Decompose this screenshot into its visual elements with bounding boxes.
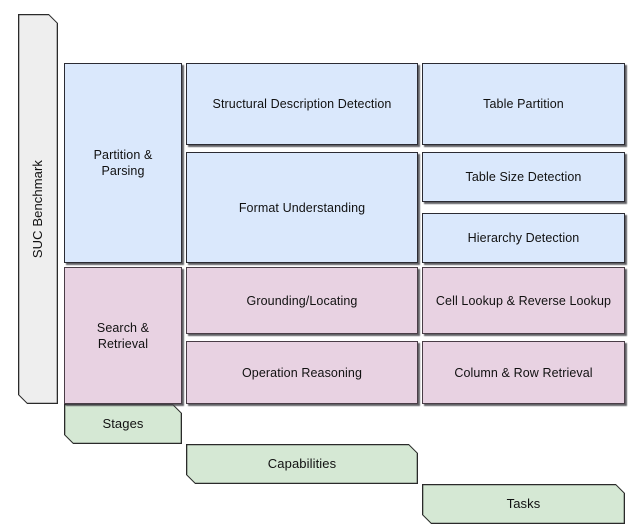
column-header-stages-label: Stages [102, 415, 144, 431]
capability-grounding-locating: Grounding/Locating [186, 267, 418, 334]
capability-format-understanding: Format Understanding [186, 152, 418, 263]
column-header-tasks: Tasks [422, 484, 625, 524]
column-header-capabilities-label: Capabilities [267, 455, 337, 471]
capability-format-understanding-label: Format Understanding [238, 200, 366, 215]
capability-operation-reasoning: Operation Reasoning [186, 341, 418, 404]
stage-partition-parsing-label: Partition & Parsing [93, 148, 153, 178]
capability-grounding-locating-label: Grounding/Locating [246, 293, 358, 308]
stage-search-retrieval: Search & Retrieval [64, 267, 182, 404]
task-hierarchy-detection-label: Hierarchy Detection [467, 231, 580, 245]
column-header-stages: Stages [64, 404, 182, 444]
stage-search-retrieval-label: Search & Retrieval [96, 320, 150, 351]
task-cell-lookup-reverse-lookup: Cell Lookup & Reverse Lookup [422, 267, 625, 334]
capability-structural-description-detection-label: Structural Description Detection [212, 97, 392, 111]
column-header-capabilities: Capabilities [186, 444, 418, 484]
task-table-size-detection-label: Table Size Detection [465, 170, 582, 184]
root-banner-label: SUC Benchmark [29, 159, 45, 259]
task-table-partition: Table Partition [422, 63, 625, 145]
task-column-row-retrieval: Column & Row Retrieval [422, 341, 625, 404]
capability-structural-description-detection: Structural Description Detection [186, 63, 418, 145]
root-banner-suc-benchmark: SUC Benchmark [18, 14, 58, 404]
task-column-row-retrieval-label: Column & Row Retrieval [454, 365, 593, 380]
capability-operation-reasoning-label: Operation Reasoning [241, 365, 363, 380]
stage-partition-parsing: Partition & Parsing [64, 63, 182, 263]
column-header-tasks-label: Tasks [506, 495, 541, 511]
task-cell-lookup-reverse-lookup-label: Cell Lookup & Reverse Lookup [435, 293, 612, 308]
task-table-partition-label: Table Partition [483, 97, 564, 111]
task-table-size-detection: Table Size Detection [422, 152, 625, 202]
suc-benchmark-diagram: SUC Benchmark Stages Capabilities Tasks … [0, 0, 640, 420]
task-hierarchy-detection: Hierarchy Detection [422, 213, 625, 263]
